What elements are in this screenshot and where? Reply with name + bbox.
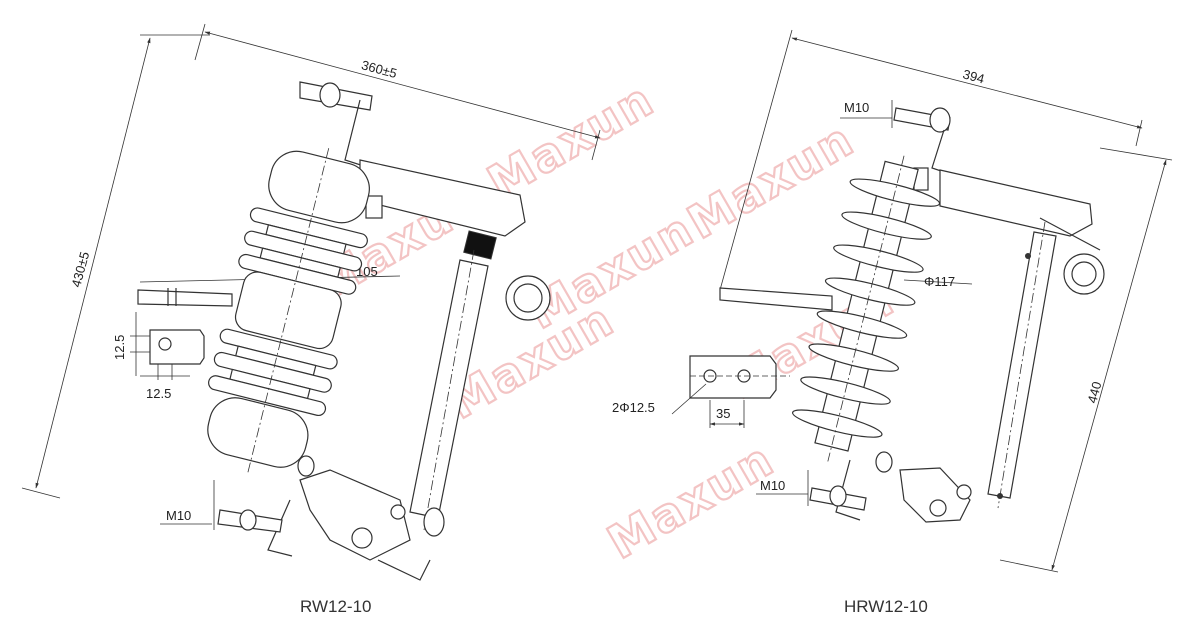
hrw-mounting-bar bbox=[719, 287, 833, 311]
rw12-fuse-tube bbox=[409, 249, 551, 537]
hrw-height-ext-top bbox=[1099, 147, 1173, 161]
hrw12-width-label: 394 bbox=[961, 66, 986, 86]
pull-ring bbox=[505, 275, 551, 321]
hrw-width-ext-left bbox=[719, 29, 793, 291]
hrw-holes-leader bbox=[671, 383, 707, 415]
hrw-top-bolt-nut bbox=[929, 107, 951, 133]
hrw-hole-plate bbox=[689, 355, 777, 399]
rw12-hole-h-label: 12.5 bbox=[146, 386, 171, 401]
hrw-width-dimension bbox=[791, 37, 1143, 129]
hrw12-bottom-bolt-label: M10 bbox=[760, 478, 785, 493]
top-bolt-nut bbox=[319, 82, 341, 108]
width-extension-left bbox=[194, 23, 206, 61]
height-extension-bottom bbox=[21, 487, 61, 499]
hrw-fuse-tube-body bbox=[987, 231, 1057, 499]
lower-bracket bbox=[267, 499, 293, 557]
rw12-hole-v-label: 12.5 bbox=[112, 335, 127, 360]
watermark-5: Maxun bbox=[679, 112, 864, 250]
hrw-width-ext-right bbox=[1135, 119, 1143, 147]
rw12-drawing: 360±5 430±5 105 bbox=[21, 23, 601, 616]
hrw-pull-ring bbox=[1063, 253, 1105, 295]
hrw-lower-contact bbox=[899, 467, 971, 523]
fuse-cap-black bbox=[463, 230, 497, 260]
phi117-leader bbox=[903, 279, 973, 285]
fuse-tube-centerline bbox=[423, 249, 475, 531]
mounting-bar bbox=[137, 289, 233, 307]
hrw-insulator-centerline bbox=[827, 155, 905, 462]
upper-contact-nut bbox=[365, 195, 383, 219]
hrw-lower-pin bbox=[956, 484, 972, 500]
hrw12-insulator-label: Φ117 bbox=[924, 274, 955, 289]
width-extension-right bbox=[591, 129, 601, 161]
hrw-fuse-dot-1 bbox=[1025, 253, 1031, 259]
hrw-upper-contact-finger bbox=[1039, 217, 1101, 251]
pull-ring-inner bbox=[513, 283, 543, 313]
rw12-width-label: 360±5 bbox=[360, 57, 399, 81]
hrw-pull-ring-inner bbox=[1071, 261, 1097, 287]
bottom-bolt-nut bbox=[239, 509, 257, 531]
hrw12-fuse-tube bbox=[987, 221, 1105, 509]
hrw-height-ext-bottom bbox=[999, 559, 1059, 573]
hrw12-drawing: 394 440 M10 Φ117 bbox=[612, 29, 1173, 616]
height-dimension-line bbox=[35, 37, 151, 489]
hrw-fuse-tube-centerline bbox=[997, 221, 1046, 509]
hrw-top-bracket bbox=[931, 129, 957, 177]
watermark-2: Maxun bbox=[479, 72, 664, 210]
hrw12-top-bolt-label: M10 bbox=[844, 100, 869, 115]
hole-detail-plate bbox=[149, 329, 205, 365]
width-dimension-line bbox=[204, 31, 601, 139]
hrw-lower-hinge bbox=[929, 499, 947, 517]
rw12-height-label: 430±5 bbox=[68, 250, 92, 289]
top-bracket bbox=[344, 99, 371, 169]
lower-hinge bbox=[351, 527, 373, 549]
fuse-tube-bottom-cap bbox=[423, 507, 445, 537]
spring-clip bbox=[377, 559, 431, 581]
hrw12-height-label: 440 bbox=[1084, 380, 1104, 405]
lower-hinge-pin bbox=[390, 504, 406, 520]
rw12-insulator bbox=[207, 148, 370, 474]
rw12-insulator-label: 105 bbox=[356, 264, 378, 279]
hrw-upper-contact-plate bbox=[939, 169, 1093, 237]
hrw-height-dimension bbox=[1051, 159, 1167, 571]
watermark-4: Maxun bbox=[599, 432, 784, 570]
rw12-caption: RW12-10 bbox=[300, 597, 372, 616]
hrw-fuse-dot-2 bbox=[997, 493, 1003, 499]
hrw12-caption: HRW12-10 bbox=[844, 597, 928, 616]
bottom-contact-nut bbox=[297, 455, 315, 477]
hrw-lower-bracket bbox=[835, 459, 861, 521]
rw12-bolt-label: M10 bbox=[166, 508, 191, 523]
hrw12-insulator bbox=[791, 155, 941, 462]
lower-contact-assembly bbox=[299, 469, 411, 561]
hrw-bottom-bolt-nut bbox=[829, 485, 847, 507]
hrw-bottom-contact-nut bbox=[875, 451, 893, 473]
hole-detail-hole bbox=[158, 337, 172, 351]
insulator-centerline bbox=[247, 148, 330, 474]
hrw12-holes-label: 2Φ12.5 bbox=[612, 400, 655, 415]
hrw12-spacing-label: 35 bbox=[716, 406, 730, 421]
